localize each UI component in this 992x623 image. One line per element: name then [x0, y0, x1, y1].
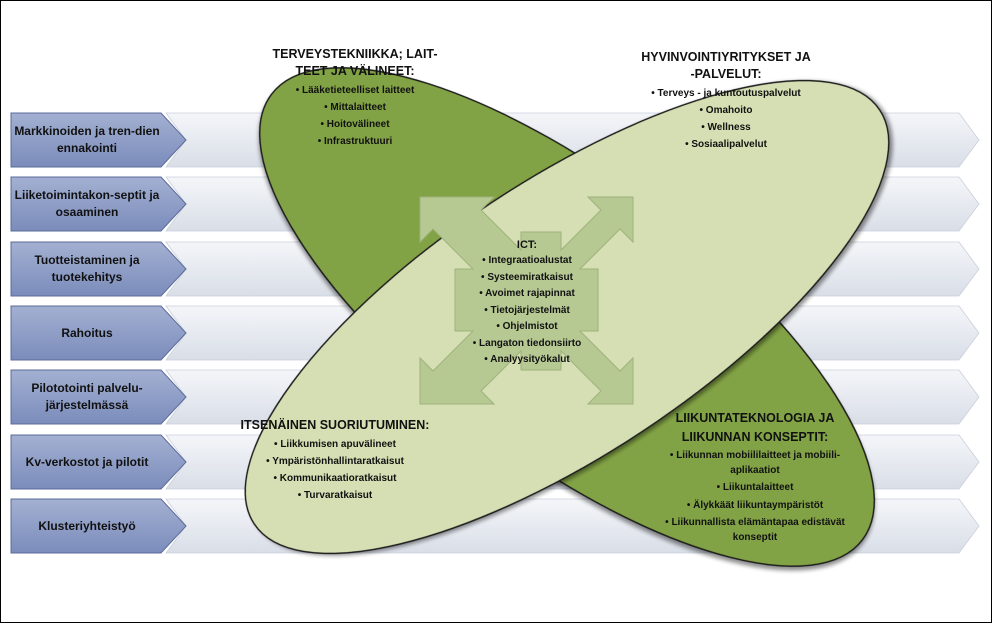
tab-shape	[10, 434, 187, 490]
tab-shape	[10, 241, 187, 297]
center-title: ICT:	[516, 239, 538, 251]
list-item: Ympäristönhallintaratkaisut	[229, 453, 441, 470]
list-item: Sosiaalipalvelut	[613, 136, 839, 153]
tab-shape	[10, 369, 187, 425]
quadrant-title: TEET JA VÄLINEET:	[295, 64, 415, 78]
list-item: Tietojärjestelmät	[459, 303, 595, 320]
list-item: Systeemiratkaisut	[459, 270, 595, 287]
tab-label: Liiketoimintakon-septit ja osaaminen	[14, 188, 160, 219]
tab-label: Pilototointi palvelu-järjestelmässä	[31, 381, 143, 412]
list-item: Liikunnallista elämäntapaa edistävät kon…	[641, 516, 869, 545]
list-item: Turvaratkaisut	[229, 487, 441, 504]
list-item: Langaton tiedonsiirto	[459, 336, 595, 353]
list-item: Liikunnan mobiililaitteet ja mobiili-apl…	[641, 449, 869, 478]
quadrant-title: -PALVELUT:	[690, 67, 762, 81]
list-item: Analyysityökalut	[459, 352, 595, 369]
list-item: Terveys - ja kuntoutuspalvelut	[613, 85, 839, 102]
quadrant-title: ITSENÄINEN SUORIUTUMINEN:	[240, 418, 430, 432]
left-tabs	[10, 112, 187, 554]
quadrant-title: HYVINVOINTIYRITYKSET JA	[641, 50, 811, 64]
tab-shape	[10, 176, 187, 232]
list-item: Avoimet rajapinnat	[459, 286, 595, 303]
quadrant-wellbeing-services: HYVINVOINTIYRITYKSET JA -PALVELUT: Terve…	[613, 49, 839, 153]
tab-label: Kv-verkostot ja pilotit	[25, 454, 149, 469]
list-item: Liikkumisen apuvälineet	[229, 436, 441, 453]
tab-label: Klusteriyhteistyö	[38, 518, 136, 533]
center-ict: ICT: Integraatioalustat Systeemiratkaisu…	[459, 237, 595, 369]
tab-label: Markkinoiden ja tren-dien ennakointi	[14, 124, 160, 155]
list-item: Wellness	[613, 119, 839, 136]
list-item: Hoitovälineet	[249, 116, 461, 133]
quadrant-title: LIIKUNTATEKNOLOGIA JA	[675, 411, 835, 425]
quadrant-independent-living: ITSENÄINEN SUORIUTUMINEN: Liikkumisen ap…	[229, 417, 441, 504]
quadrant-health-tech: TERVEYSTEKNIIKKA; LAIT- TEET JA VÄLINEET…	[249, 46, 461, 150]
tab-shape	[10, 498, 187, 554]
tab-shape	[10, 305, 187, 361]
list-item: Ohjelmistot	[459, 319, 595, 336]
list-item: Älykkäät liikuntaympäristöt	[641, 499, 869, 514]
quadrant-title: LIIKUNNAN KONSEPTIT:	[681, 430, 829, 444]
tab-label: Rahoitus	[61, 325, 113, 340]
list-item: Mittalaitteet	[249, 99, 461, 116]
list-item: Kommunikaatioratkaisut	[229, 470, 441, 487]
list-item: Liikuntalaitteet	[641, 481, 869, 496]
quadrant-sports-tech: LIIKUNTATEKNOLOGIA JA LIIKUNNAN KONSEPTI…	[641, 409, 869, 545]
list-item: Omahoito	[613, 102, 839, 119]
quadrant-title: TERVEYSTEKNIIKKA; LAIT-	[272, 47, 438, 61]
list-item: Infrastruktuuri	[249, 133, 461, 150]
list-item: Integraatioalustat	[459, 253, 595, 270]
list-item: Lääketieteelliset laitteet	[249, 82, 461, 99]
tab-shape	[10, 112, 187, 168]
tab-label: Tuotteistaminen ja tuotekehitys	[34, 253, 140, 284]
